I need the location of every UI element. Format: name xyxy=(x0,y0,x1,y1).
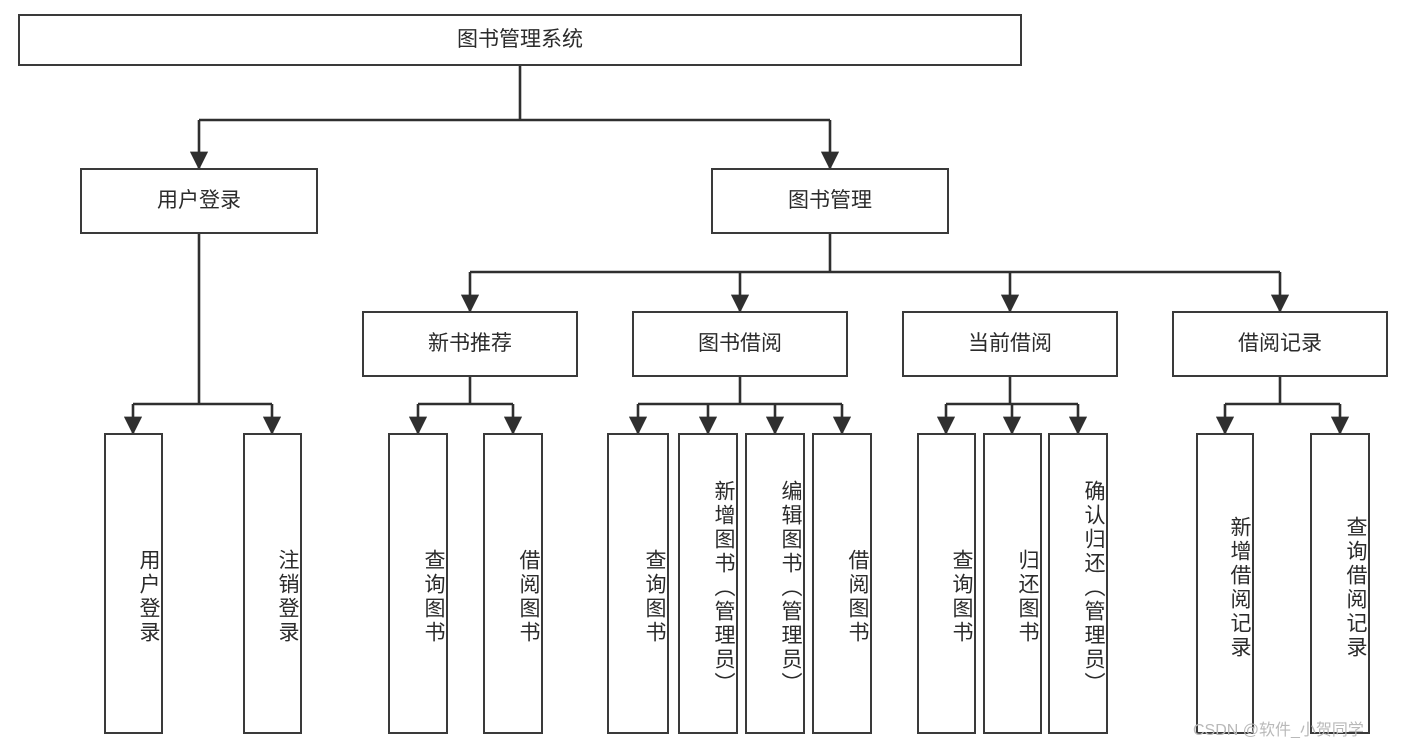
leaf-query-book-current[interactable]: 查询图书 xyxy=(917,433,976,734)
node-label: 归还图书 xyxy=(1016,548,1039,645)
node-label: 新书推荐 xyxy=(428,331,512,355)
node-label: 用户登录 xyxy=(137,548,160,645)
leaf-edit-book[interactable]: 编辑图书（管理员） xyxy=(745,433,805,734)
leaf-return-book[interactable]: 归还图书 xyxy=(983,433,1042,734)
leaf-borrow-book-borrow[interactable]: 借阅图书 xyxy=(812,433,872,734)
node-label: 查询图书 xyxy=(950,548,973,645)
node-user-login[interactable]: 用户登录 xyxy=(80,168,318,234)
node-label: 用户登录 xyxy=(157,188,241,212)
node-book-borrow[interactable]: 图书借阅 xyxy=(632,311,848,377)
node-label: 借阅记录 xyxy=(1238,331,1322,355)
leaf-query-book-borrow[interactable]: 查询图书 xyxy=(607,433,669,734)
leaf-logout-login[interactable]: 注销登录 xyxy=(243,433,302,734)
node-current-borrow[interactable]: 当前借阅 xyxy=(902,311,1118,377)
leaf-query-book-recommend[interactable]: 查询图书 xyxy=(388,433,448,734)
node-label: 新增借阅记录 xyxy=(1228,515,1251,660)
leaf-borrow-book-recommend[interactable]: 借阅图书 xyxy=(483,433,543,734)
node-borrow-record[interactable]: 借阅记录 xyxy=(1172,311,1388,377)
node-label: 图书管理系统 xyxy=(457,27,583,51)
leaf-add-borrow-record[interactable]: 新增借阅记录 xyxy=(1196,433,1254,734)
node-label: 查询图书 xyxy=(643,548,666,645)
node-label: 新增图书（管理员） xyxy=(712,479,735,696)
node-label: 注销登录 xyxy=(276,548,299,645)
node-new-book-recommend[interactable]: 新书推荐 xyxy=(362,311,578,377)
node-book-management[interactable]: 图书管理 xyxy=(711,168,949,234)
leaf-confirm-return[interactable]: 确认归还（管理员） xyxy=(1048,433,1108,734)
node-label: 查询借阅记录 xyxy=(1344,515,1367,660)
node-label: 当前借阅 xyxy=(968,331,1052,355)
node-label: 借阅图书 xyxy=(517,548,540,645)
leaf-user-login[interactable]: 用户登录 xyxy=(104,433,163,734)
node-label: 确认归还（管理员） xyxy=(1082,479,1105,696)
node-label: 编辑图书（管理员） xyxy=(779,479,802,696)
node-label: 借阅图书 xyxy=(846,548,869,645)
watermark: CSDN @软件_小贺同学 xyxy=(1193,722,1364,739)
node-label: 图书管理 xyxy=(788,188,872,212)
node-label: 查询图书 xyxy=(422,548,445,645)
node-root-book-management-system[interactable]: 图书管理系统 xyxy=(18,14,1022,66)
leaf-add-book[interactable]: 新增图书（管理员） xyxy=(678,433,738,734)
node-label: 图书借阅 xyxy=(698,331,782,355)
leaf-query-borrow-record[interactable]: 查询借阅记录 xyxy=(1310,433,1370,734)
